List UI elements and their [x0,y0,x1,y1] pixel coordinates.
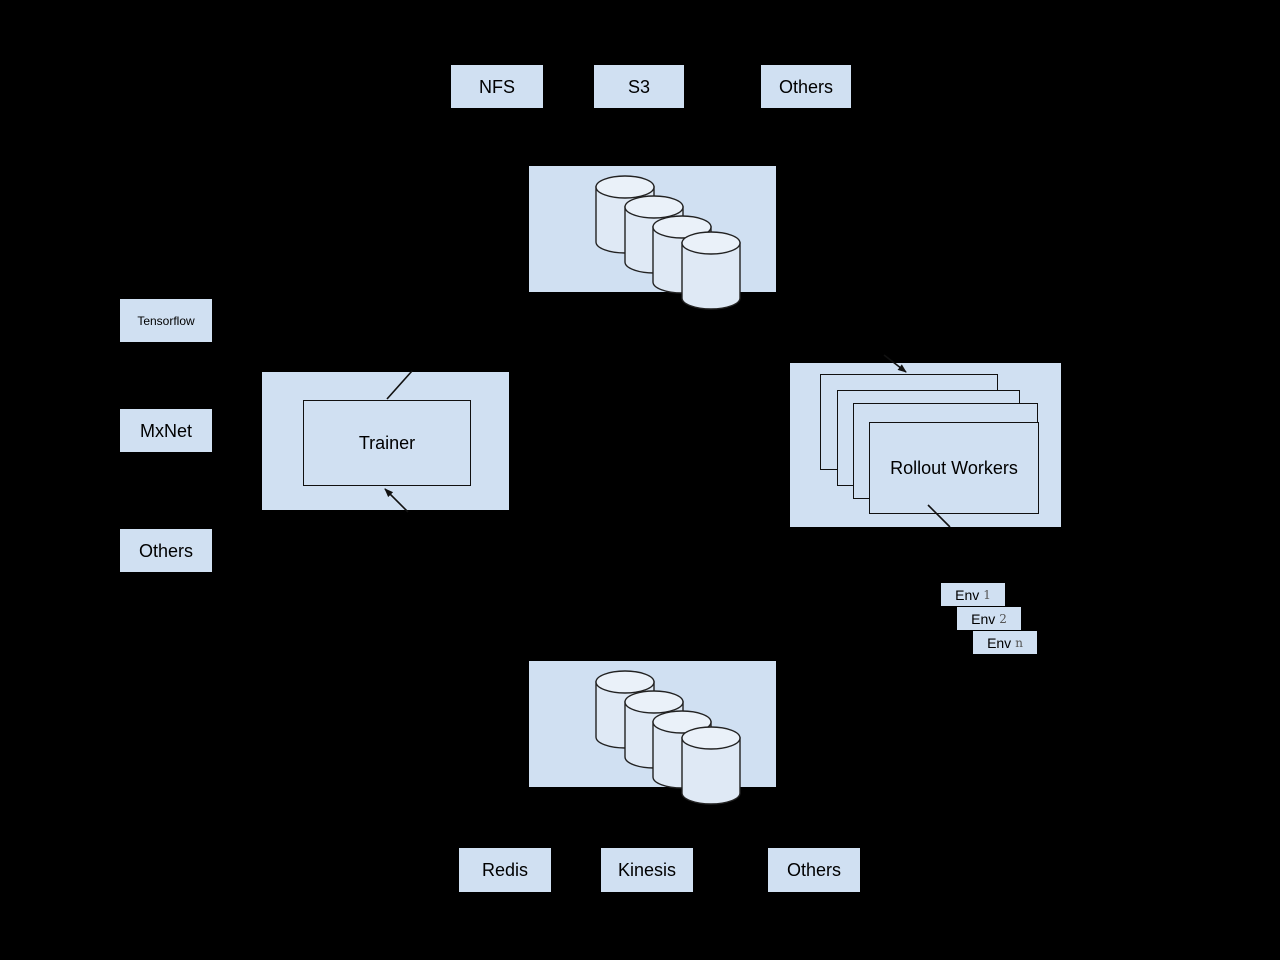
env-box-2[interactable]: Env 2 [957,607,1021,630]
storage-node-s3-label: S3 [627,76,651,97]
stream-node-others-label: Others [786,860,842,880]
env-box-2-label: Env [971,610,996,627]
storage-node-others-label: Others [778,76,834,97]
stream-node-kinesis[interactable]: Kinesis [601,848,693,892]
stream-node-redis-label: Redis [481,860,529,880]
storage-node-nfs-label: NFS [479,76,515,97]
env-box-1-index: 1 [983,587,991,602]
framework-node-others[interactable]: Others [120,529,212,572]
framework-node-tensorflow-label: Tensorflow [137,313,195,328]
rollout-workers-box[interactable]: Rollout Workers [869,422,1039,514]
env-box-2-index: 2 [999,611,1007,626]
bottom-database-stack [529,661,776,805]
trainer-to-top-storage [386,370,413,400]
top-database-cylinders-icon [595,175,741,310]
framework-node-others-label: Others [138,540,194,561]
framework-node-mxnet[interactable]: MxNet [120,409,212,452]
trainer-label: Trainer [358,432,416,453]
rollout-workers-label: Rollout Workers [890,457,1018,478]
env-box-n-index: n [1015,635,1023,650]
trainer-box[interactable]: Trainer [303,400,471,486]
stream-node-redis[interactable]: Redis [459,848,551,892]
env-box-1-label: Env [955,586,980,603]
bottom-database-cylinders-icon [595,670,741,805]
storage-node-others[interactable]: Others [761,65,851,108]
stream-node-kinesis-label: Kinesis [617,860,677,880]
stream-node-others[interactable]: Others [768,848,860,892]
stream-to-trainer [384,488,409,513]
storage-node-nfs[interactable]: NFS [451,65,543,108]
env-box-n[interactable]: Env n [973,631,1037,654]
framework-node-tensorflow[interactable]: Tensorflow [120,299,212,342]
env-box-n-label: Env [987,634,1012,651]
top-storage-to-rollout [883,354,907,373]
framework-node-mxnet-label: MxNet [139,420,192,441]
env-box-1[interactable]: Env 1 [941,583,1005,606]
top-database-stack [529,166,776,310]
rollout-to-bottom-stream [927,504,951,528]
storage-node-s3[interactable]: S3 [594,65,684,108]
